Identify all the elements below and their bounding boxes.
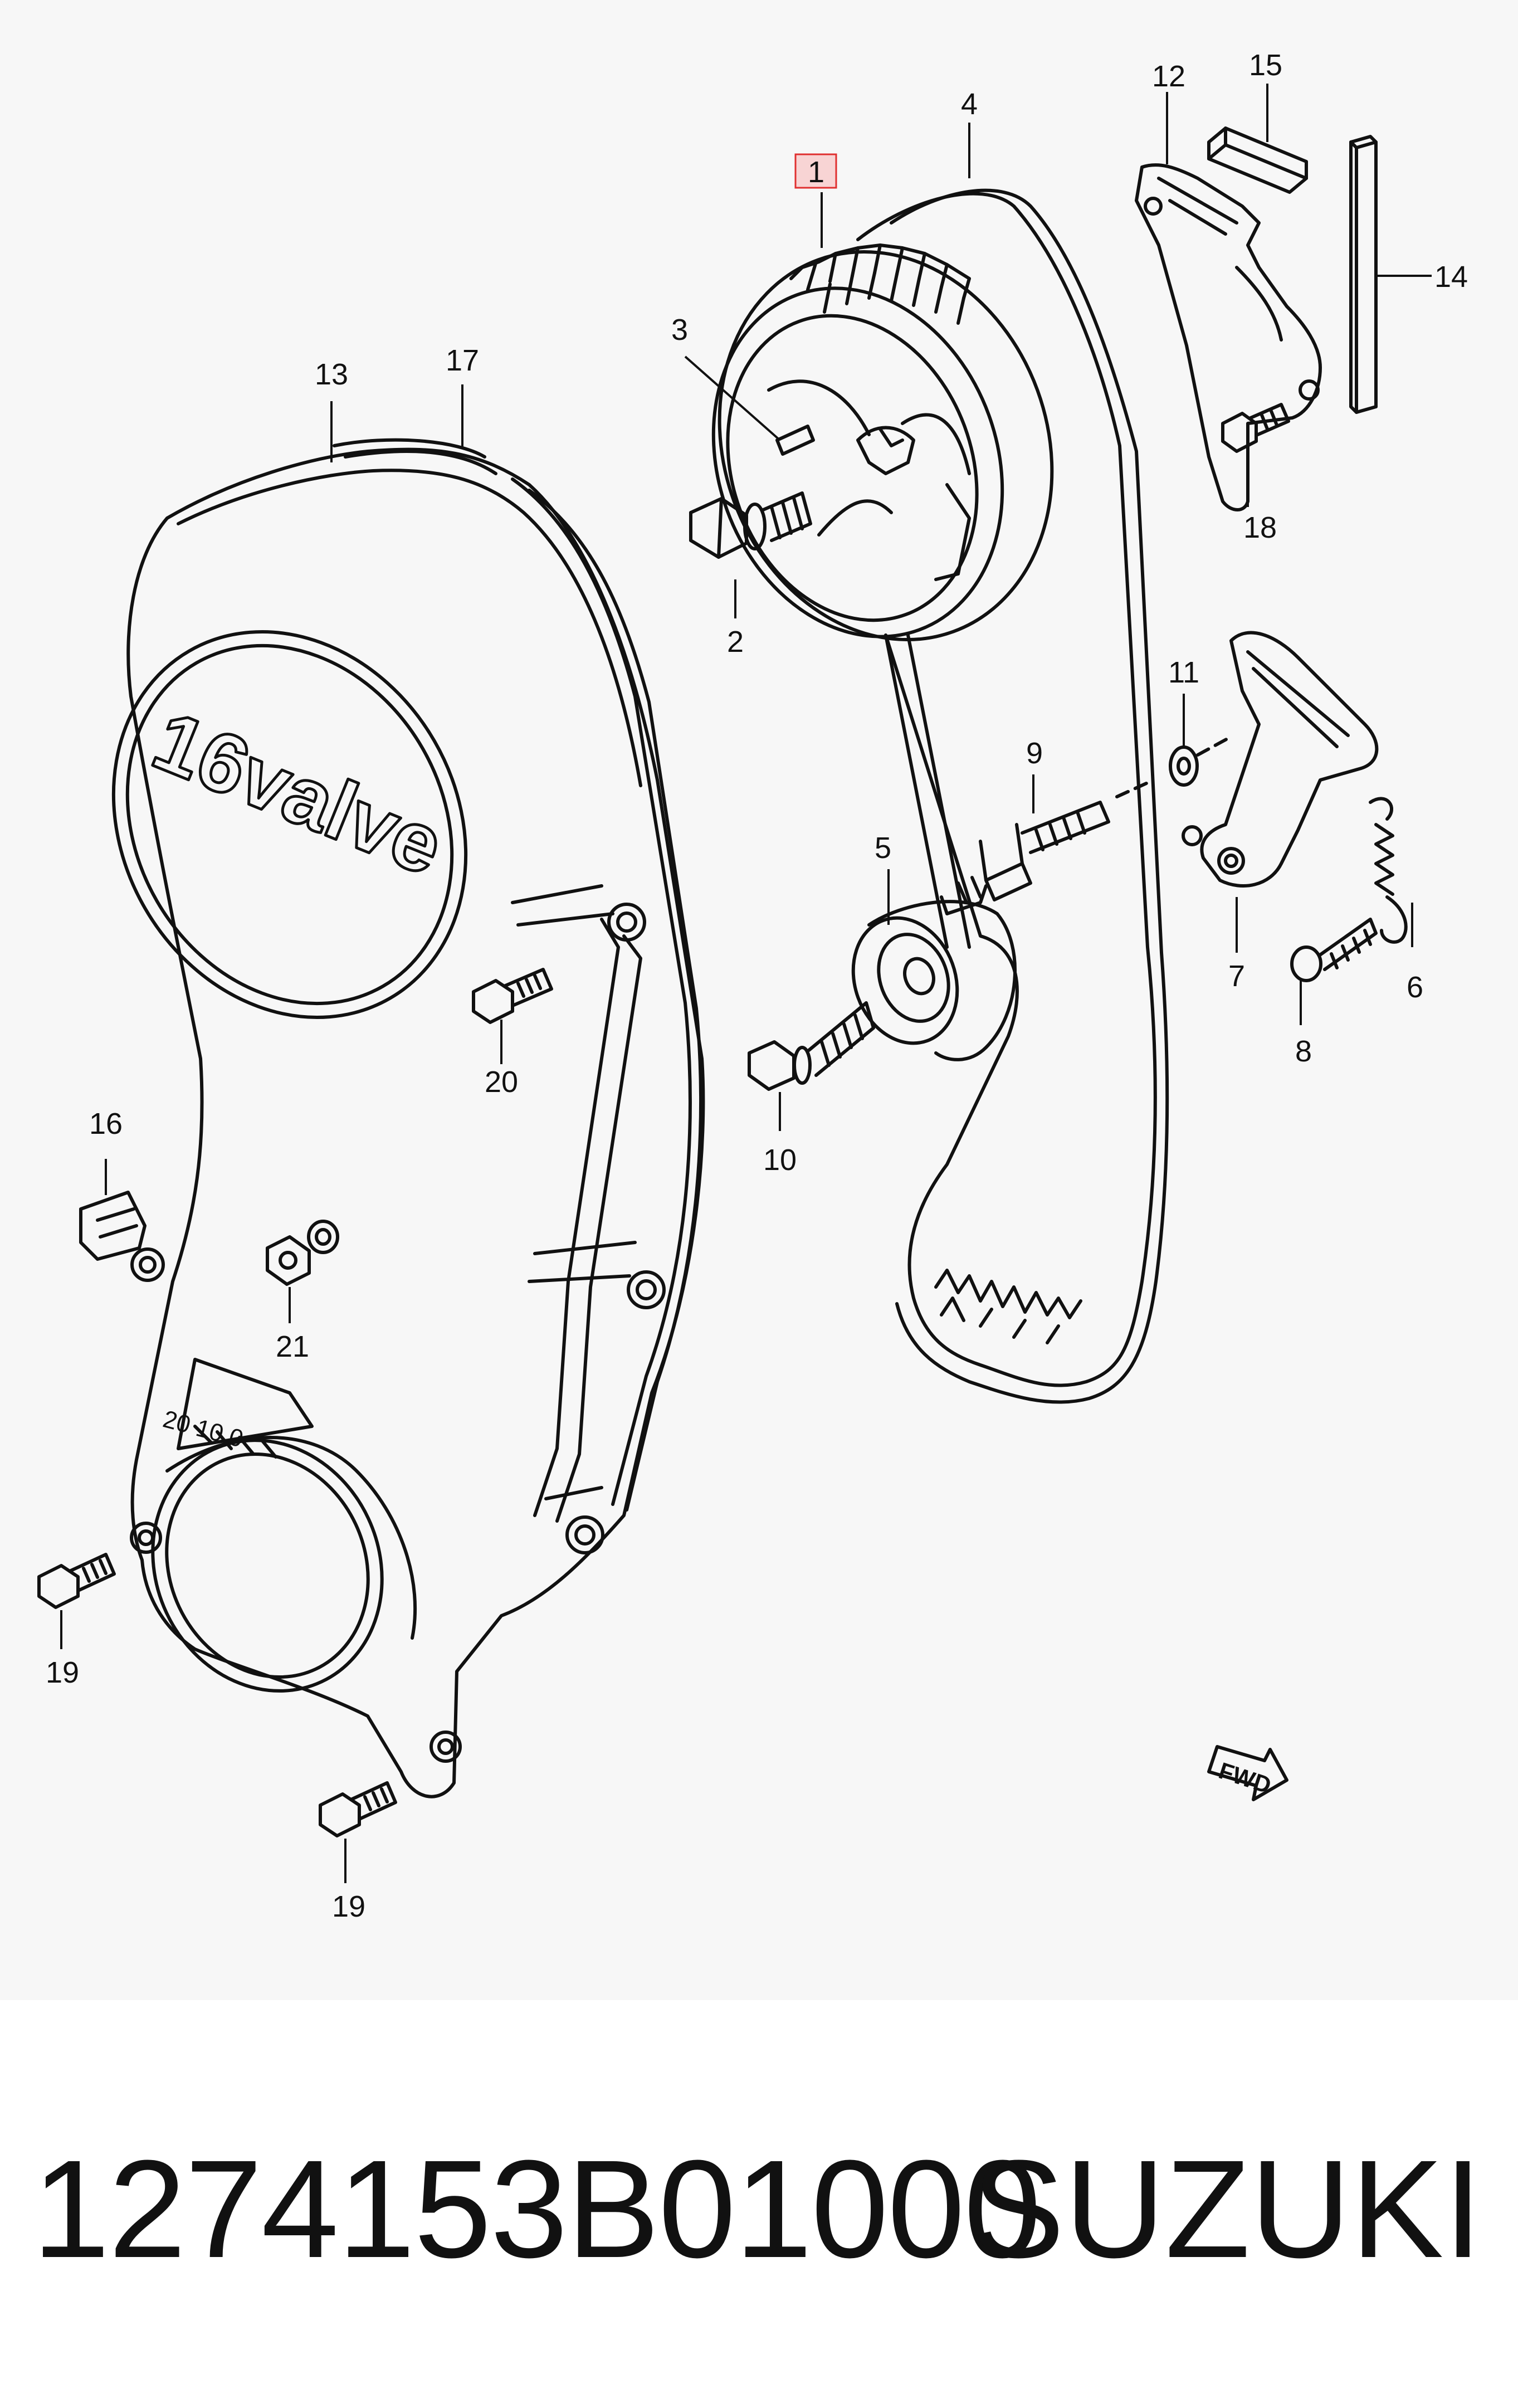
callout-7[interactable]: 7 bbox=[1228, 959, 1245, 993]
callout-10[interactable]: 10 bbox=[763, 1143, 797, 1177]
callout-11[interactable]: 11 bbox=[1168, 656, 1199, 689]
bracket-bolt[interactable] bbox=[1221, 403, 1290, 453]
timing-belt-cover[interactable] bbox=[45, 438, 705, 1798]
callout-9[interactable]: 9 bbox=[1026, 737, 1043, 770]
callout-6[interactable]: 6 bbox=[1407, 971, 1423, 1004]
callout-21[interactable]: 21 bbox=[276, 1330, 309, 1363]
callout-19-bottom[interactable]: 19 bbox=[332, 1890, 365, 1923]
cover-nut[interactable] bbox=[266, 1220, 339, 1286]
callout-4[interactable]: 4 bbox=[961, 87, 978, 121]
footer bbox=[0, 2000, 1518, 2408]
callout-8[interactable]: 8 bbox=[1295, 1035, 1312, 1068]
callout-13[interactable]: 13 bbox=[315, 358, 348, 391]
callout-15[interactable]: 15 bbox=[1249, 48, 1282, 82]
tensioner-washer[interactable] bbox=[1115, 737, 1230, 798]
cover-bolt-20[interactable] bbox=[472, 968, 553, 1024]
tensioner-screw[interactable] bbox=[1290, 918, 1378, 982]
cover-bolt-19-bottom[interactable] bbox=[319, 1781, 397, 1837]
key-bar-14[interactable] bbox=[1349, 135, 1378, 414]
cover-bracket[interactable] bbox=[1135, 163, 1322, 511]
callout-18[interactable]: 18 bbox=[1243, 511, 1277, 544]
camshaft-timing-pulley[interactable] bbox=[666, 204, 1105, 687]
callout-2[interactable]: 2 bbox=[727, 625, 744, 659]
fwd-arrow-label: FWD bbox=[1216, 1757, 1274, 1798]
callout-1[interactable]: 1 bbox=[808, 155, 824, 189]
callout-17[interactable]: 17 bbox=[446, 344, 479, 377]
callout-labels: 1 2 3 4 5 6 7 8 9 10 11 12 13 14 15 16 1… bbox=[46, 48, 1468, 1923]
callout-14[interactable]: 14 bbox=[1434, 260, 1468, 294]
cover-clip[interactable] bbox=[79, 1191, 147, 1261]
cover-bolt-19-left[interactable] bbox=[37, 1553, 116, 1609]
callout-12[interactable]: 12 bbox=[1152, 60, 1185, 93]
woodruff-key-15[interactable] bbox=[1207, 126, 1308, 194]
pulley-bolt[interactable] bbox=[689, 491, 812, 559]
part-number: 1274153B01000 bbox=[32, 2131, 1041, 2287]
tensioner-spring[interactable] bbox=[1369, 797, 1408, 944]
exploded-parts-diagram: 20 10 0 16valve bbox=[37, 48, 1468, 1923]
callout-20[interactable]: 20 bbox=[485, 1065, 518, 1099]
brand-name: SUZUKI bbox=[972, 2131, 1482, 2287]
diagram-area: 20 10 0 16valve bbox=[37, 48, 1468, 1923]
cover-logo-text: 16valve bbox=[141, 693, 456, 893]
leader-lines bbox=[60, 84, 1432, 1883]
callout-16[interactable]: 16 bbox=[89, 1107, 123, 1140]
tensioner-bolt[interactable] bbox=[748, 1001, 875, 1091]
tensioner-stud[interactable] bbox=[940, 801, 1110, 915]
tensioner-plate[interactable] bbox=[1182, 631, 1379, 888]
callout-3[interactable]: 3 bbox=[671, 313, 688, 347]
callout-19-left[interactable]: 19 bbox=[46, 1656, 79, 1689]
tensioner-pulley[interactable] bbox=[836, 900, 1017, 1061]
callout-5[interactable]: 5 bbox=[875, 831, 891, 865]
callout-1-highlight bbox=[794, 153, 837, 189]
dowel-pin[interactable] bbox=[775, 425, 815, 456]
timing-belt[interactable] bbox=[856, 188, 1169, 1404]
fwd-arrow-icon bbox=[1207, 1745, 1288, 1801]
